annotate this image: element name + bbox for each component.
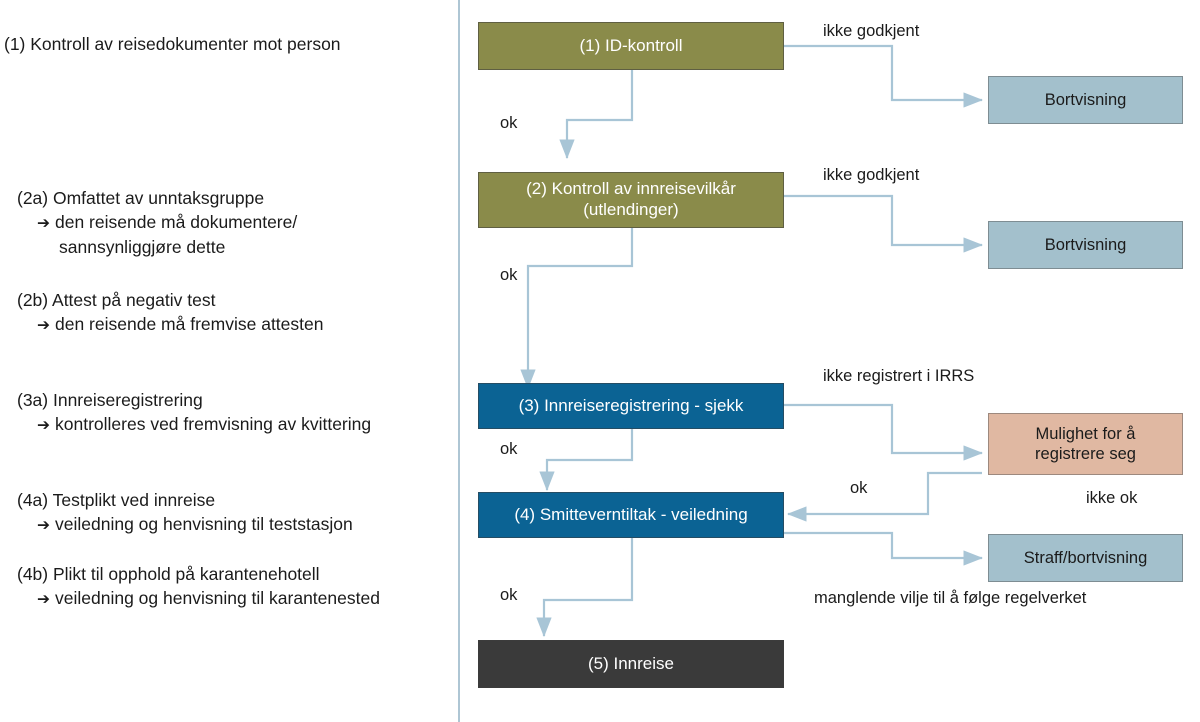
edge-n4-n5 <box>536 538 634 638</box>
note-subitem: ➔ veiledning og henvisning til teststasjo… <box>17 512 353 536</box>
node-label: (1) ID-kontroll <box>579 35 683 55</box>
arrow-right-icon: ➔ <box>37 590 50 609</box>
node-kontroll-innreisevilkar[interactable]: (2) Kontroll av innreisevilkår (utlendin… <box>478 172 784 228</box>
edge-n2-n3 <box>520 227 634 390</box>
edge-n2-b2 <box>784 194 984 253</box>
note-item-3a: (3a) Innreiseregistrering ➔ kontrolleres … <box>17 388 371 437</box>
edge-label-ok-4: ok <box>500 586 518 604</box>
flowchart: (1) ID-kontroll (2) Kontroll av innreise… <box>460 0 1200 722</box>
note-item-2a: (2a) Omfattet av unntaksgruppe ➔ den reis… <box>17 186 297 259</box>
edge-n1-n2 <box>559 70 634 160</box>
edge-n4-s1 <box>784 531 984 566</box>
node-label: Bortvisning <box>1044 235 1127 254</box>
note-subitem: ➔ den reisende må dokumentere/ <box>17 210 297 234</box>
edge-label-ok-3: ok <box>500 440 518 458</box>
arrow-right-icon: ➔ <box>37 416 50 435</box>
note-title: (1) Kontroll av reisedokumenter mot pers… <box>4 34 341 54</box>
note-subitem-text: veiledning og henvisning til karantenest… <box>55 588 380 609</box>
edge-label-manglende-vilje: manglende vilje til å følge regelverket <box>814 589 1087 607</box>
node-bortvisning-2[interactable]: Bortvisning <box>988 221 1183 269</box>
note-subitem-text: den reisende må fremvise attesten <box>55 314 324 335</box>
note-title: (2b) Attest på negativ test <box>17 290 216 310</box>
node-bortvisning-1[interactable]: Bortvisning <box>988 76 1183 124</box>
note-item-2b: (2b) Attest på negativ test ➔ den reisend… <box>17 288 323 337</box>
node-label-line2: registrere seg <box>1035 445 1136 463</box>
note-item-1: (1) Kontroll av reisedokumenter mot pers… <box>4 32 341 56</box>
edge-n3-n4 <box>539 429 634 492</box>
panel-divider <box>458 0 460 722</box>
note-subitem-cont: sannsynliggjøre dette <box>59 236 226 257</box>
edge-n3-m1 <box>784 403 984 461</box>
node-label-line2: (utlendinger) <box>583 200 679 219</box>
note-title: (2a) Omfattet av unntaksgruppe <box>17 188 265 208</box>
edge-label-ok-mulighet: ok <box>850 479 868 497</box>
node-mulighet-registrere[interactable]: Mulighet for å registrere seg <box>988 413 1183 475</box>
edge-label-ikke-godkjent-1: ikke godkjent <box>823 22 920 40</box>
arrow-right-icon: ➔ <box>37 214 50 233</box>
edge-label-ok-1: ok <box>500 114 518 132</box>
note-item-4b: (4b) Plikt til opphold på karantenehotel… <box>17 562 380 611</box>
node-label: Straff/bortvisning <box>1023 548 1148 567</box>
note-subitem: ➔ veiledning og henvisning til karantenes… <box>17 586 380 610</box>
edge-m1-n4 <box>786 471 982 522</box>
note-item-4a: (4a) Testplikt ved innreise ➔ veiledning … <box>17 488 353 537</box>
node-innreiseregistrering-sjekk[interactable]: (3) Innreiseregistrering - sjekk <box>478 383 784 429</box>
arrow-right-icon: ➔ <box>37 316 50 335</box>
note-subitem-text: veiledning og henvisning til teststasjon <box>55 514 353 535</box>
edge-label-ok-2: ok <box>500 266 518 284</box>
edge-label-ikke-godkjent-2: ikke godkjent <box>823 166 920 184</box>
node-straff-bortvisning[interactable]: Straff/bortvisning <box>988 534 1183 582</box>
node-smitteverntiltak-veiledning[interactable]: (4) Smitteverntiltak - veiledning <box>478 492 784 538</box>
node-label: (3) Innreiseregistrering - sjekk <box>518 395 744 415</box>
note-subitem-text: den reisende må dokumentere/ <box>55 212 298 233</box>
arrow-right-icon: ➔ <box>37 516 50 535</box>
note-subitem-text: kontrolleres ved fremvisning av kvitteri… <box>55 414 372 435</box>
note-title: (4a) Testplikt ved innreise <box>17 490 216 510</box>
node-label-line1: Mulighet for å <box>1035 424 1136 443</box>
node-innreise[interactable]: (5) Innreise <box>478 640 784 688</box>
note-subitem: ➔ den reisende må fremvise attesten <box>17 312 323 336</box>
note-title: (3a) Innreiseregistrering <box>17 390 203 410</box>
edge-label-ikke-registrert-irrs: ikke registrert i IRRS <box>823 367 975 385</box>
node-id-kontroll[interactable]: (1) ID-kontroll <box>478 22 784 70</box>
left-notes-panel: (1) Kontroll av reisedokumenter mot pers… <box>0 0 458 722</box>
edge-label-ikke-ok: ikke ok <box>1086 489 1138 507</box>
note-title: (4b) Plikt til opphold på karantenehotel… <box>17 564 320 584</box>
edge-n1-b1 <box>784 44 984 108</box>
flowchart-edges <box>520 44 984 638</box>
node-label-line1: (2) Kontroll av innreisevilkår <box>526 179 736 199</box>
node-label: (4) Smitteverntiltak - veiledning <box>514 504 748 524</box>
node-label: Bortvisning <box>1044 90 1127 109</box>
node-label: (5) Innreise <box>588 653 674 673</box>
note-subitem: ➔ kontrolleres ved fremvisning av kvitter… <box>17 412 371 436</box>
